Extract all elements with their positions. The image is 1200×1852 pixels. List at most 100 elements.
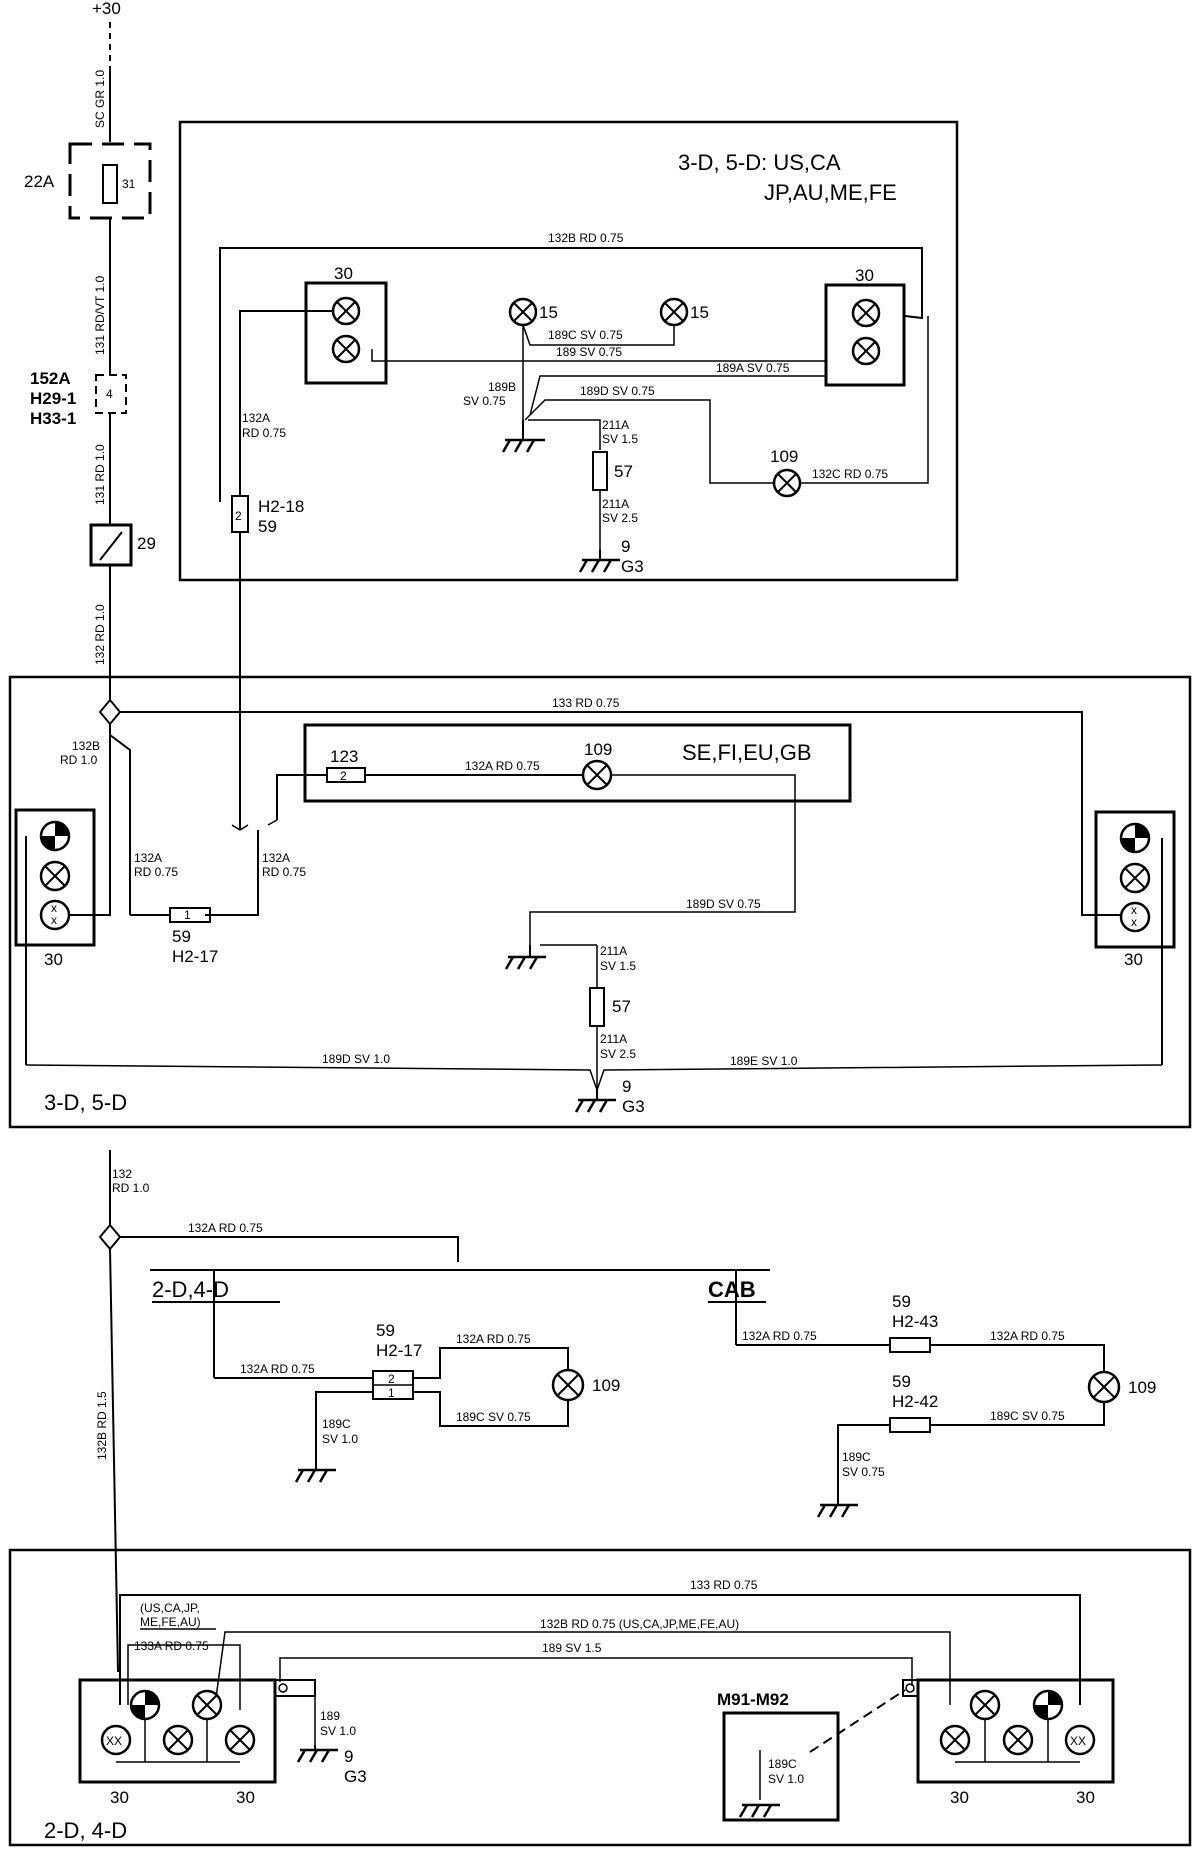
lamp-bottom-r-xx: XX bbox=[1070, 1734, 1086, 1748]
wire-189-gnd-1: 189 bbox=[320, 1709, 340, 1723]
wire-131-rd: 131 RD 1.0 bbox=[93, 444, 107, 505]
connector-h2-17-free-pin1: 1 bbox=[388, 1386, 395, 1400]
fuse-number: 31 bbox=[122, 177, 136, 191]
ground-free-right-icon bbox=[816, 1503, 858, 1518]
module-wire-2: SV 1.0 bbox=[768, 1772, 804, 1786]
lamp-mid-left-x2: x bbox=[51, 913, 57, 927]
wire-189c-free-r-gnd-2: SV 0.75 bbox=[842, 1465, 885, 1479]
lamp-bottom-right-label-2: 30 bbox=[1076, 1788, 1095, 1807]
splice-57-top bbox=[592, 451, 608, 491]
lamp-bottom-r-xx-icon bbox=[1064, 1724, 1096, 1756]
lamp-unit-left bbox=[304, 281, 388, 385]
ground-free-left-icon bbox=[294, 1468, 336, 1483]
ground-top-g3: G3 bbox=[621, 557, 644, 576]
splice-57-mid-label: 57 bbox=[612, 997, 631, 1016]
wire-189-gnd-2: SV 1.0 bbox=[320, 1724, 356, 1738]
ground-mid-num: 9 bbox=[622, 1077, 631, 1096]
splice-57-mid bbox=[589, 987, 605, 1027]
label-cab: CAB bbox=[708, 1277, 756, 1302]
wire-189e-mid: 189E SV 1.0 bbox=[730, 1054, 798, 1068]
lamp-mid-right-x1: x bbox=[1131, 903, 1137, 917]
connector-h2-18-pin: 2 bbox=[235, 509, 242, 523]
ground-mid-1-icon bbox=[504, 955, 546, 970]
wire-132a-free-r-in: 132A RD 0.75 bbox=[742, 1329, 817, 1343]
connector-123-label: 123 bbox=[330, 747, 358, 766]
connector-bottom-right bbox=[902, 1679, 919, 1697]
connector-h2-42 bbox=[889, 1417, 931, 1433]
wire-189a: 189A SV 0.75 bbox=[716, 361, 790, 375]
wire-133a: 133A RD 0.75 bbox=[134, 1639, 209, 1653]
wire-189c-free-r-gnd-1: 189C bbox=[842, 1450, 871, 1464]
wire-132b-mid-2: RD 1.0 bbox=[60, 753, 98, 767]
wire-211a-mid2-2: SV 2.5 bbox=[600, 1047, 636, 1061]
wire-211a-mid2-1: 211A bbox=[600, 1032, 627, 1046]
connector-152a-label: 152A bbox=[30, 369, 71, 388]
connector-h33-label: H33-1 bbox=[30, 409, 76, 428]
splice-node-mid bbox=[98, 698, 122, 726]
lamp-109-free-right-label: 109 bbox=[1128, 1378, 1156, 1397]
lamp-mid-right-3-icon bbox=[1119, 901, 1151, 933]
lamp-mid-left-label: 30 bbox=[44, 950, 63, 969]
wire-132b-top: 132B RD 0.75 bbox=[548, 231, 624, 245]
connector-h2-43 bbox=[889, 1337, 931, 1353]
lamp-15-left-label: 15 bbox=[539, 303, 558, 322]
wire-189b-1: 189B bbox=[488, 380, 516, 394]
wire-132b-mid-1: 132B bbox=[72, 739, 100, 753]
wire-132a-mid-r-1: 132A bbox=[262, 851, 290, 865]
connector-h2-42-num: 59 bbox=[892, 1372, 911, 1391]
wire-189c-free-l-out: 189C SV 0.75 bbox=[456, 1410, 531, 1424]
lamp-mid-left-3-icon bbox=[39, 899, 71, 931]
module-m91-m92 bbox=[722, 1711, 840, 1822]
section-top-market-line1: 3-D, 5-D: US,CA bbox=[678, 150, 841, 175]
wire-189d-mid: 189D SV 0.75 bbox=[686, 897, 761, 911]
wire-211a-top1-1: 211A bbox=[602, 418, 629, 432]
lamp-bottom-l-xx: XX bbox=[106, 1734, 122, 1748]
wire-211a-top2-1: 211A bbox=[602, 497, 629, 511]
wire-211a-mid1-1: 211A bbox=[600, 944, 627, 958]
section-mid-frame bbox=[8, 675, 1192, 1129]
connector-h2-17-mid-pin: 1 bbox=[184, 908, 191, 922]
section-mid-inner-frame bbox=[303, 723, 852, 803]
connector-h2-17-free-num: 59 bbox=[376, 1321, 395, 1340]
section-free: 132 RD 1.0 132A RD 0.75 132B RD 1.5 2-D,… bbox=[95, 1150, 1156, 1673]
connector-123-pin: 2 bbox=[340, 769, 347, 783]
lamp-bottom-right-label-1: 30 bbox=[950, 1788, 969, 1807]
module-wire-1: 189C bbox=[768, 1757, 797, 1771]
splice-node-free bbox=[98, 1223, 122, 1251]
fuse-label: 22A bbox=[24, 172, 55, 191]
switch-label: 29 bbox=[137, 534, 156, 553]
connector-h2-43-num: 59 bbox=[892, 1292, 911, 1311]
wire-132a-free-top: 132A RD 0.75 bbox=[188, 1221, 263, 1235]
lamp-109-free-left-label: 109 bbox=[592, 1376, 620, 1395]
lamp-left-label: 30 bbox=[334, 264, 353, 283]
market-note-1: (US,CA,JP, bbox=[140, 1601, 200, 1615]
wire-189-bottom: 189 SV 1.5 bbox=[542, 1641, 602, 1655]
wire-132a-label-2: RD 0.75 bbox=[242, 426, 286, 440]
section-mid: 3-D, 5-D 133 RD 0.75 132B RD 1.0 x x 30 … bbox=[8, 675, 1192, 1129]
wire-132a-label-1: 132A bbox=[242, 411, 270, 425]
connector-h2-17-mid-label: H2-17 bbox=[172, 947, 218, 966]
connector-h2-17-free-label: H2-17 bbox=[376, 1341, 422, 1360]
ground-g3-mid-icon bbox=[574, 1098, 616, 1113]
wire-sc-gr: SC GR 1.0 bbox=[93, 70, 107, 128]
wire-189: 189 SV 0.75 bbox=[556, 345, 622, 359]
section-mid-inner-market: SE,FI,EU,GB bbox=[682, 740, 812, 765]
wire-189d-top: 189D SV 0.75 bbox=[580, 384, 655, 398]
wire-132a-inner: 132A RD 0.75 bbox=[465, 759, 540, 773]
wire-189c-free-r-out: 189C SV 0.75 bbox=[990, 1409, 1065, 1423]
wire-132c: 132C RD 0.75 bbox=[812, 467, 888, 481]
connector-h2-17-free-pin2: 2 bbox=[388, 1372, 395, 1386]
section-top-frame bbox=[178, 120, 959, 582]
wire-132a-free-l-in: 132A RD 0.75 bbox=[240, 1362, 315, 1376]
ground-module-icon bbox=[738, 1803, 780, 1818]
lamp-15-right-label: 15 bbox=[690, 303, 709, 322]
wire-132-free-1: 132 bbox=[112, 1167, 132, 1181]
wire-189c: 189C SV 0.75 bbox=[548, 328, 623, 342]
ground-g3-top-icon bbox=[578, 558, 620, 573]
ground-top-num: 9 bbox=[621, 537, 630, 556]
wire-132a-free-r-out: 132A RD 0.75 bbox=[990, 1329, 1065, 1343]
wire-132-rd: 132 RD 1.0 bbox=[93, 604, 107, 665]
connector-h2-42-label: H2-42 bbox=[892, 1392, 938, 1411]
connector-h2-18-num: 59 bbox=[258, 517, 277, 536]
